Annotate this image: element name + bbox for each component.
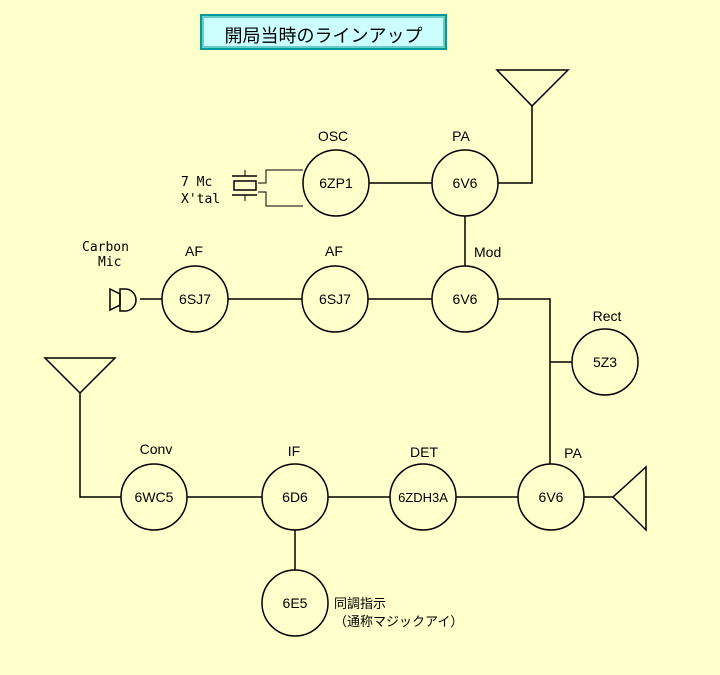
tube-det-type: 6ZDH3A	[398, 490, 448, 505]
tube-tx-pa-type: 6V6	[453, 175, 478, 191]
label-mod: Mod	[474, 244, 501, 260]
mic-label-line2: Mic	[98, 255, 121, 270]
label-if: IF	[288, 443, 300, 459]
tube-af1-type: 6SJ7	[179, 291, 211, 307]
eye-note-line2: （通称マジックアイ）	[334, 615, 463, 630]
crystal-label-freq: 7 Mc	[181, 175, 212, 190]
tube-af2: 6SJ7	[301, 265, 369, 333]
tube-if-type: 6D6	[282, 489, 308, 505]
wire-xtal-bottom	[258, 191, 303, 207]
tx-antenna-icon	[495, 69, 570, 108]
tube-rect-type: 5Z3	[593, 354, 617, 370]
label-rect: Rect	[593, 308, 622, 324]
label-tx-pa: PA	[452, 128, 470, 144]
label-osc: OSC	[318, 128, 348, 144]
tube-af2-type: 6SJ7	[319, 291, 351, 307]
title-box: 開局当時のラインアップ	[200, 14, 447, 50]
tube-mod-type: 6V6	[453, 291, 478, 307]
mic-label-line1: Carbon	[82, 240, 129, 255]
wire-mod-bus	[498, 298, 551, 467]
rx-antenna-icon	[43, 357, 117, 395]
tube-rx-pa: 6V6	[517, 463, 585, 531]
microphone-icon	[109, 287, 137, 312]
wire-ant-conv	[79, 392, 121, 498]
tube-osc: 6ZP1	[302, 149, 370, 217]
tube-if: 6D6	[261, 463, 329, 531]
label-rx-pa: PA	[564, 445, 582, 461]
label-conv: Conv	[140, 441, 173, 457]
wire-xtal-top	[258, 169, 303, 184]
speaker-icon	[611, 465, 647, 532]
tube-rect: 5Z3	[571, 328, 639, 396]
tube-eye: 6E5	[261, 569, 329, 637]
tube-rx-pa-type: 6V6	[539, 489, 564, 505]
tube-osc-type: 6ZP1	[319, 175, 353, 191]
tube-mod: 6V6	[431, 265, 499, 333]
eye-note-line1: 同調指示	[334, 597, 386, 612]
tube-conv-type: 6WC5	[135, 489, 174, 505]
crystal-icon	[232, 170, 257, 201]
tube-eye-type: 6E5	[283, 595, 308, 611]
wire-pa-antenna	[498, 105, 533, 184]
tube-conv: 6WC5	[120, 463, 188, 531]
crystal-label-type: X'tal	[181, 192, 220, 207]
tube-tx-pa: 6V6	[431, 149, 499, 217]
label-af2: AF	[325, 243, 343, 259]
tube-det: 6ZDH3A	[389, 463, 457, 531]
label-af1: AF	[185, 243, 203, 259]
label-det: DET	[410, 444, 438, 460]
tube-af1: 6SJ7	[161, 265, 229, 333]
diagram-title: 開局当時のラインアップ	[224, 26, 423, 47]
